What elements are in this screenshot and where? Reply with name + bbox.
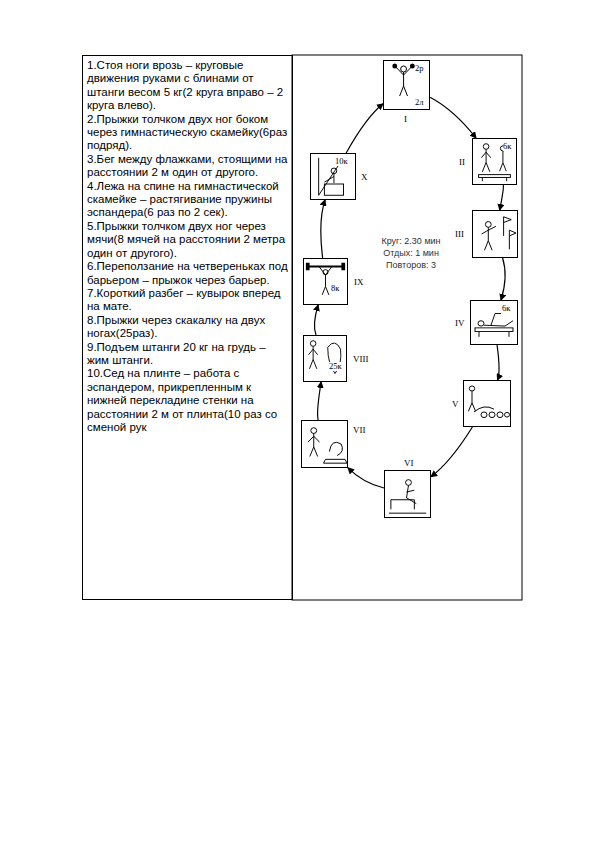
station-number: IX: [354, 277, 364, 287]
station-number: VIII: [353, 354, 369, 364]
station-number: VII: [353, 425, 366, 435]
repeat-count: 10к: [335, 157, 348, 166]
circuit-note: Круг: 2.30 мин: [381, 236, 440, 247]
circuit-connector: [497, 345, 499, 380]
station-box: VI: [384, 470, 431, 518]
station-number: IV: [455, 318, 465, 328]
circuit-connector: [318, 382, 322, 420]
exercise-figure: [464, 381, 510, 426]
circuit-connector: [500, 185, 504, 210]
exercise-figure: [473, 211, 517, 257]
circuit-connector: [501, 258, 505, 300]
circuit-connector: [431, 427, 472, 477]
exercise-item: 3.Бег между флажками, стоящими на рассто…: [87, 153, 288, 180]
table-cell: [292, 55, 522, 600]
station-box: I2р2л: [383, 60, 430, 110]
exercise-figure: [304, 336, 346, 381]
exercise-figure: [304, 259, 347, 304]
station-number: X: [361, 172, 368, 182]
exercise-item: 10.Сед на плинте – работа с эспандером, …: [87, 367, 288, 434]
exercise-item: 1.Стоя ноги врозь – круговые движения ру…: [87, 59, 288, 113]
repeat-count: 8к: [331, 284, 339, 293]
repeat-count: 6к: [502, 304, 510, 313]
station-box: IV6к: [470, 300, 518, 345]
circuit-connector: [348, 468, 384, 488]
circuit-note: Повторов: 3: [386, 260, 436, 271]
exercise-item: 7.Короткий разбег – кувырок вперед на ма…: [87, 287, 288, 314]
station-box: VIII25к: [303, 335, 347, 382]
repeat-count: 25к: [329, 362, 342, 371]
circuit-note: Отдых: 1 мин: [383, 248, 439, 259]
repeat-count: 6к: [503, 142, 511, 151]
circuit-connector: [430, 97, 476, 138]
exercise-item: 8.Прыжки через скакалку на двух ногах(25…: [87, 314, 288, 341]
station-box: III: [472, 210, 518, 258]
exercise-figure: [311, 154, 355, 199]
station-number: I: [404, 114, 407, 124]
station-box: V: [463, 380, 511, 427]
exercise-item: 9.Подъем штанги 20 кг на грудь – жим шта…: [87, 341, 288, 368]
station-box: VII: [301, 420, 348, 468]
circuit-connector: [346, 104, 383, 153]
exercise-item: 6.Переползание на четвереньках под барье…: [87, 260, 288, 287]
station-number: V: [452, 399, 459, 409]
circuit-connector: [314, 305, 318, 335]
station-box: IX8к: [303, 258, 348, 305]
station-box: II6к: [472, 138, 517, 185]
station-box: X10к: [310, 153, 356, 200]
exercise-figure: [385, 471, 430, 517]
circuit-connector: [321, 200, 325, 258]
station-number: VI: [404, 458, 414, 468]
station-number: II: [459, 157, 465, 167]
exercise-item: 5.Прыжки толчком двух ног через мячи(8 м…: [87, 220, 288, 260]
exercise-item: 2.Прыжки толчком двух ног боком через ги…: [87, 113, 288, 153]
repeat-count: 2р: [415, 64, 424, 73]
exercise-figure: [302, 421, 347, 467]
table-cell: 1.Стоя ноги врозь – круговые движения ру…: [82, 55, 293, 600]
repeat-count: 2л: [415, 98, 424, 107]
station-number: III: [455, 229, 464, 239]
exercise-item: 4.Лежа на спине на гимнастической скамей…: [87, 180, 288, 220]
